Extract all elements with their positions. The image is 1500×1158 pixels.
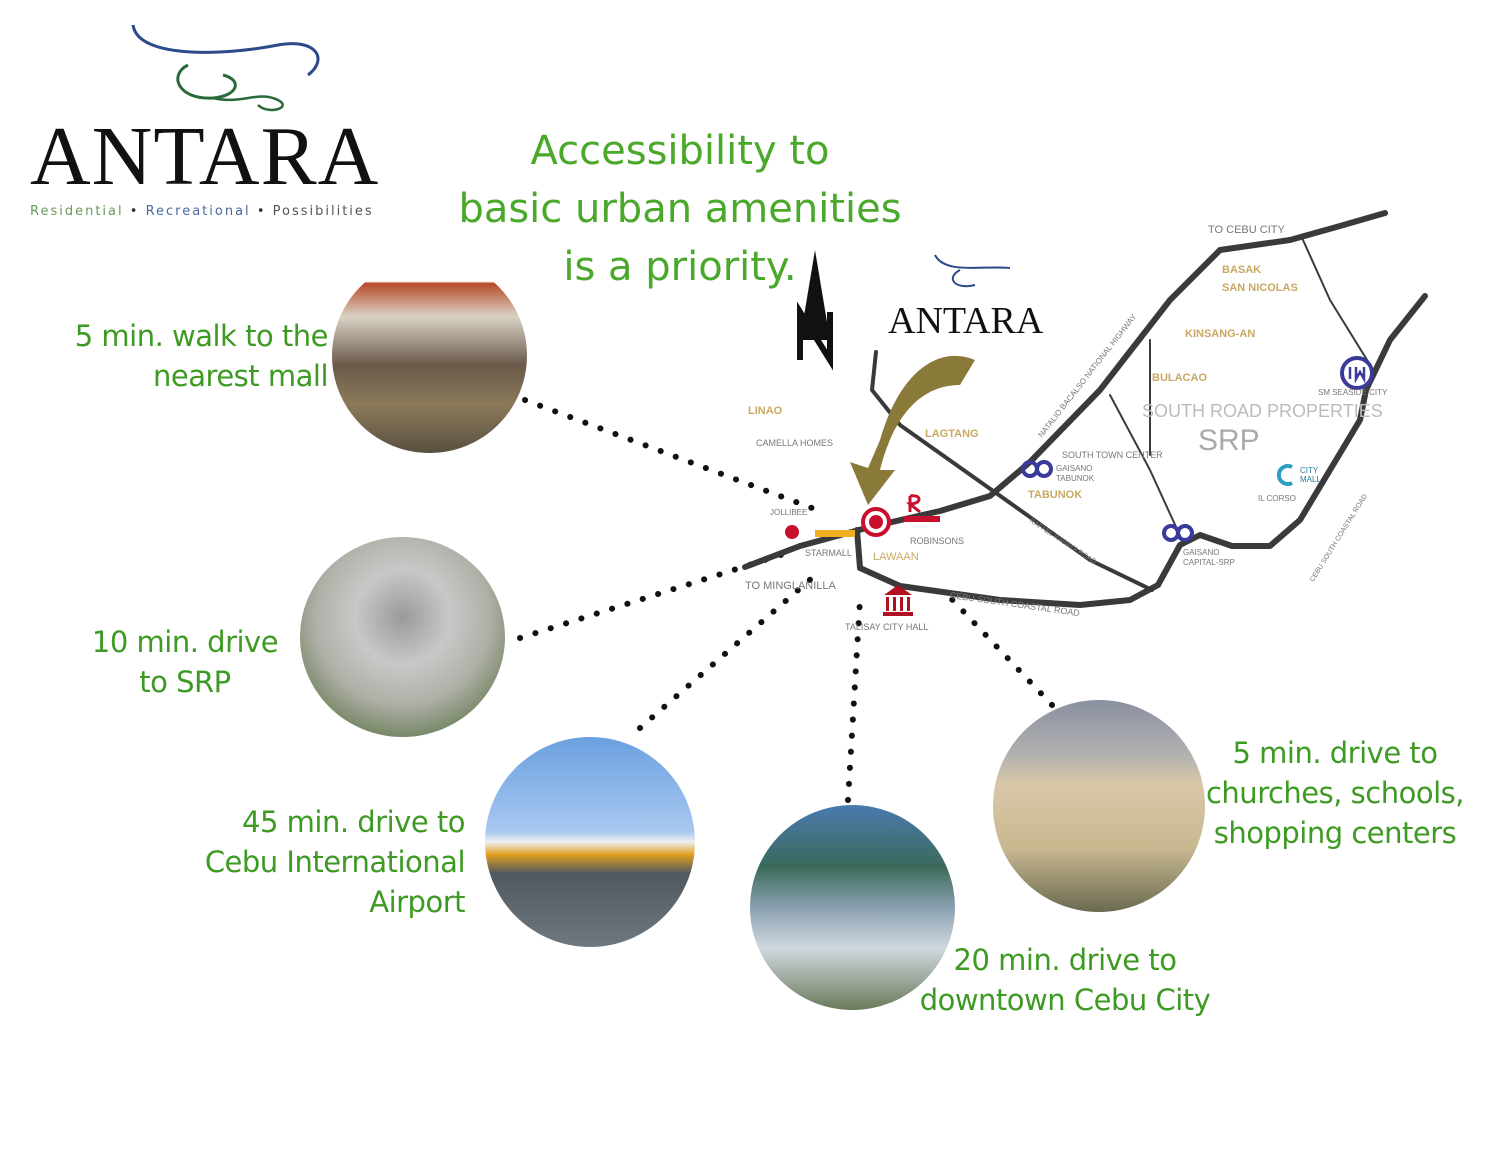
photo-mall [332,258,527,453]
headline-line: Accessibility to [530,128,830,174]
site-pointer-arrow-icon [850,355,975,505]
label-camella: CAMELLA HOMES [756,438,834,448]
caption-line: to SRP [139,665,231,699]
caption-line: 5 min. drive to [1232,736,1438,770]
connector-mall [522,397,815,511]
label-to-cebu-city: TO CEBU CITY [1208,224,1285,236]
caption-mall: 5 min. walk to the nearest mall [60,316,329,396]
gaisano-capital-icon [1162,524,1194,542]
tagline-possibilities: Possibilities [272,204,374,219]
caption-line: 5 min. walk to the [74,319,329,353]
photo-church [993,700,1205,912]
caption-airport: 45 min. drive to Cebu International Airp… [160,802,466,922]
sm-road [1302,239,1373,369]
label-gaisano-capital: GAISANO CAPITAL-SRP [1183,548,1235,567]
label-lawaan: LAWAAN [873,551,919,563]
rafael-rabaya-road [870,350,1154,592]
label-il-corso: IL CORSO [1258,494,1296,503]
label-srp: SRP [1198,424,1260,457]
label-tabunok: TABUNOK [1028,489,1083,501]
antara-logo: ANTARA Residential • Recreational • Poss… [28,20,418,230]
caption-line: 45 min. drive to [242,805,465,839]
caption-line: Airport [369,885,465,919]
national-highway [742,210,1388,570]
dotted-connectors [517,397,1055,803]
gaisano-tabunok-icon [1021,460,1053,478]
caption-line: nearest mall [153,359,328,393]
caption-srp: 10 min. drive to SRP [70,622,300,702]
caption-line: shopping centers [1213,816,1457,850]
label-lagtang: LAGTANG [925,428,979,440]
tagline-residential: Residential [30,204,124,219]
city-hall-icon [883,585,913,616]
caption-line: downtown Cebu City [919,983,1211,1017]
label-city-mall: CITY MALL [1300,466,1321,484]
label-kinsang-an: KINSANG-AN [1185,328,1256,340]
label-to-minglanilla: TO MINGLANILLA [745,580,836,592]
logo-swirl-icon [131,24,320,112]
map-site-logo: ANTARA [888,300,1044,342]
site-marker-icon [861,507,891,537]
label-bulacao: BULACAO [1152,372,1207,384]
label-san-nicolas: SAN NICOLAS [1222,282,1298,294]
starmall-logo-icon [815,530,855,537]
caption-line: Cebu International [204,845,466,879]
logo-wordmark: ANTARA [30,110,380,203]
label-sm-seaside: SM SEASIDE CITY [1318,388,1388,397]
connector-church [942,589,1055,708]
tagline-sep: • [256,204,267,219]
label-srp-long: SOUTH ROAD PROPERTIES [1142,401,1383,421]
headline-line: is a priority. [563,244,797,290]
robinsons-logo-icon [904,494,940,522]
label-basak: BASAK [1222,264,1262,276]
label-gaisano-tabunok: GAISANO TABUNOK [1056,464,1095,483]
label-talisay-hall: TALISAY CITY HALL [845,622,929,632]
city-mall-logo-icon [1276,464,1293,486]
caption-line: churches, schools, [1205,776,1465,810]
logo-tagline: Residential • Recreational • Possibiliti… [30,204,374,219]
headline: Accessibility to basic urban amenities i… [440,122,920,296]
caption-church: 5 min. drive to churches, schools, shopp… [1200,733,1470,853]
photo-airport [485,737,695,947]
sm-logo-icon [1340,356,1374,390]
map-logo-swirl-icon [934,254,1011,288]
label-robinsons: ROBINSONS [910,536,965,546]
headline-line: basic urban amenities [458,186,902,232]
connector-city [845,597,863,803]
connector-road [1109,394,1183,541]
label-linao: LINAO [748,405,783,417]
label-jollibee: JOLLIBEE [770,508,808,517]
caption-line: 10 min. drive [91,625,279,659]
north-arrow-icon [797,250,833,371]
photo-downtown [750,805,955,1010]
tagline-recreational: Recreational [145,204,251,219]
label-starmall: STARMALL [805,548,852,558]
jollibee-logo-icon [785,525,799,539]
photo-srp [300,537,505,737]
caption-line: 20 min. drive to [953,943,1177,977]
label-south-town: SOUTH TOWN CENTER [1062,450,1163,460]
connector-airport [637,575,815,731]
connector-srp [517,549,793,641]
caption-downtown: 20 min. drive to downtown Cebu City [905,940,1225,1020]
tagline-sep: • [129,204,140,219]
